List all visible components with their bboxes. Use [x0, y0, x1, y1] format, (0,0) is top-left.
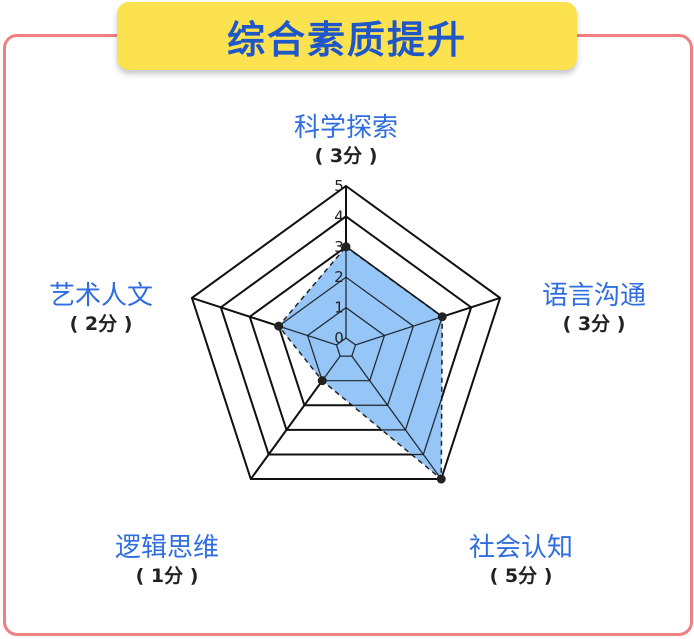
axis-score-science: ( 3分 ): [314, 145, 378, 167]
axis-name-language: 语言沟通: [541, 281, 646, 311]
axis-name-arts: 艺术人文: [48, 281, 153, 311]
grid-ring-overlay-4: [220, 215, 472, 456]
spoke-overlay-1: [355, 297, 501, 346]
grid-ring-overlay-1: [306, 306, 386, 382]
grid-ring-overlay-5: [191, 185, 501, 480]
data-point-1: [437, 312, 447, 322]
axis-score-language: ( 3分 ): [562, 313, 626, 335]
data-point-4: [274, 321, 284, 331]
tick-label-1: 1: [334, 299, 344, 317]
axis-label-0: 科学探索 ( 3分 ): [256, 113, 436, 169]
data-area: [277, 245, 443, 481]
data-point-3: [317, 376, 327, 386]
axis-name-science: 科学探索: [293, 113, 398, 143]
grid-ring-overlay-3: [249, 246, 443, 431]
axis-name-social: 社会认知: [468, 533, 573, 563]
spoke-overlay-2: [351, 355, 442, 480]
spoke-overlay-3: [250, 355, 341, 480]
axis-score-social: ( 5分 ): [489, 565, 553, 587]
axis-label-1: 语言沟通 ( 3分 ): [504, 281, 684, 337]
data-point-0: [341, 242, 351, 252]
axis-label-3: 逻辑思维 ( 1分 ): [77, 533, 257, 589]
tick-label-0: 0: [334, 329, 344, 347]
axis-score-arts: ( 2分 ): [69, 313, 133, 335]
tick-label-4: 4: [334, 207, 344, 225]
axis-label-4: 艺术人文 ( 2分 ): [11, 281, 191, 337]
spoke-overlay-4: [191, 297, 337, 346]
chart-title: 综合素质提升: [226, 17, 467, 62]
grid-ring-overlay-0: [335, 337, 357, 357]
axis-label-2: 社会认知 ( 5分 ): [431, 533, 611, 589]
data-point-2: [436, 474, 446, 484]
grid-ring-overlay-2: [277, 276, 415, 406]
tick-label-2: 2: [334, 268, 344, 286]
axis-name-logic: 逻辑思维: [114, 533, 219, 563]
title-banner: 综合素质提升: [117, 2, 577, 70]
tick-label-5: 5: [334, 177, 344, 195]
axis-score-logic: ( 1分 ): [135, 565, 199, 587]
tick-label-3: 3: [334, 238, 344, 256]
